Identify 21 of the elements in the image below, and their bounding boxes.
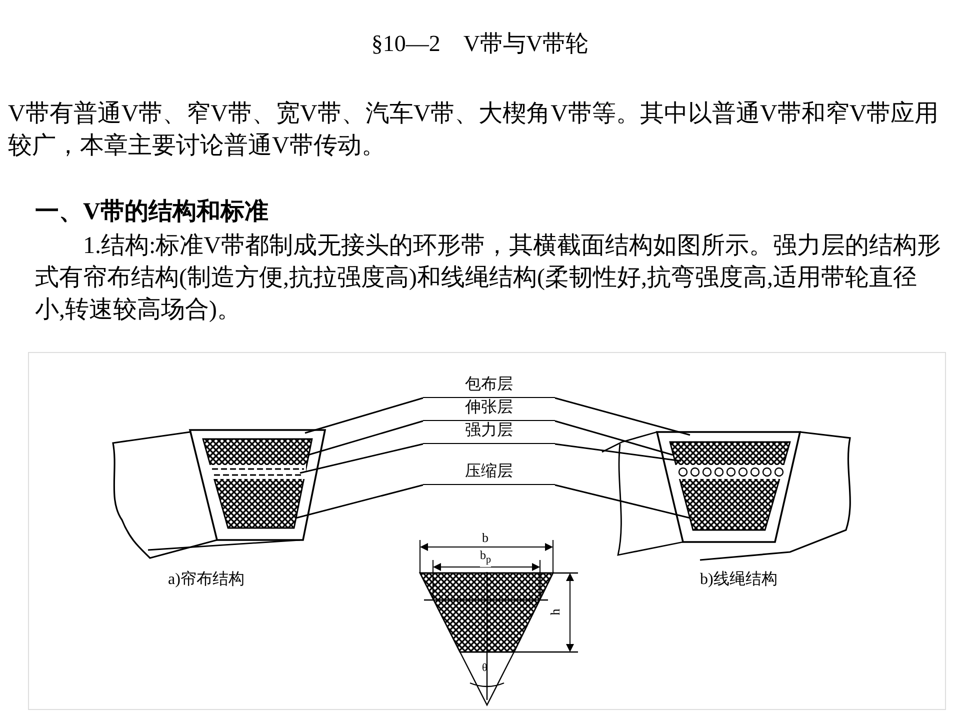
leader-line	[300, 443, 424, 474]
section-heading: 一、V带的结构和标准	[35, 198, 270, 227]
leader-label: 包布层	[423, 375, 555, 398]
intro-paragraph: V带有普通V带、窄V带、宽V带、汽车V带、大楔角V带等。其中以普通V带和窄V带应用较广，本章主要讨论普通V带传动。	[8, 100, 940, 161]
figure-caption: b)线绳结构	[700, 570, 778, 590]
dimension-label: b	[482, 530, 488, 546]
leader-line	[308, 420, 424, 456]
leader-label: 强力层	[423, 421, 555, 444]
leader-label: 压缩层	[423, 462, 555, 485]
structure-paragraph: 1.结构:标准V带都制成无接头的环形带，其横截面结构如图所示。强力层的结构形式有帘布结构(制造方便,抗拉强度高)和线绳结构(柔韧性好,抗弯强度高,适用带轮直径小,转速较高场合)。	[35, 232, 942, 325]
leader-line	[554, 484, 690, 519]
leader-line	[304, 397, 424, 434]
dimension-label: b$_{p}$	[480, 548, 491, 568]
page-title: §10—2 V带与V带轮	[370, 30, 590, 58]
leader-line	[296, 484, 424, 519]
dimension-label: h	[547, 608, 564, 616]
leader-line	[554, 443, 682, 462]
leader-label: 伸张层	[423, 398, 555, 421]
figure-caption: a)帘布结构	[168, 570, 244, 590]
leader-line	[554, 397, 690, 436]
leader-line	[554, 420, 674, 456]
